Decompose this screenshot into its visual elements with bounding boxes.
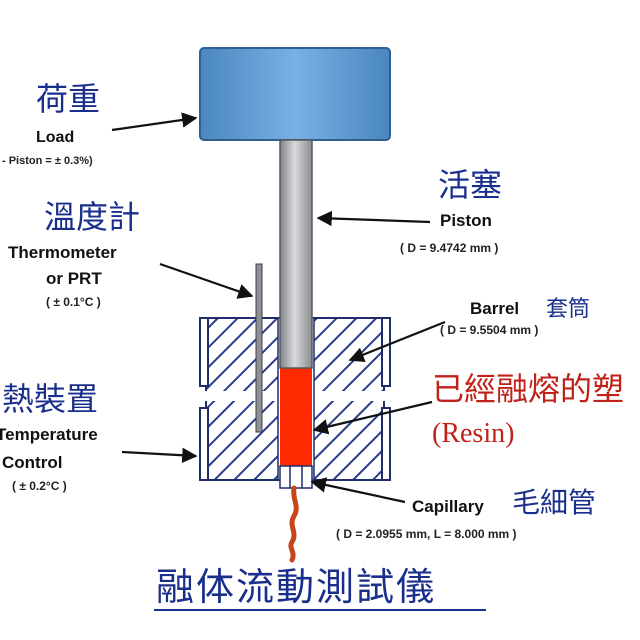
piston-leader: [316, 210, 431, 227]
heater-leader: [121, 447, 198, 463]
capillary-label-cn: 毛細管: [512, 486, 596, 519]
thermometer-probe: [255, 263, 263, 433]
molten-resin: [280, 368, 312, 466]
piston-dimension: ( D = 9.4742 mm ): [400, 241, 498, 255]
diagram-title: 融体流動測試儀: [156, 565, 436, 609]
thermometer-leader: [159, 262, 254, 299]
thermometer-tolerance: ( ± 0.1°C ): [46, 295, 101, 309]
resin-leader: [312, 400, 433, 435]
resin-label-cn: 已經融熔的塑: [432, 370, 624, 408]
extrudate-strand: [288, 485, 299, 563]
heater-tolerance: ( ± 0.2°C ): [12, 479, 67, 493]
capillary-leader: [310, 477, 406, 504]
capillary-die: [279, 465, 313, 489]
barrel-dimension: ( D = 9.5504 mm ): [440, 323, 538, 337]
thermometer-label-en: Thermometer: [8, 243, 117, 262]
barrel-label-en: Barrel: [470, 299, 519, 318]
heater-label-control: Control: [2, 453, 62, 472]
capillary-label-en: Capillary: [412, 497, 484, 516]
heater-label-en: Temperature: [0, 425, 98, 444]
load-label-en: Load: [36, 129, 74, 146]
load-tolerance: - Piston = ± 0.3%): [2, 155, 93, 167]
capillary-dimension: ( D = 2.0955 mm, L = 8.000 mm ): [336, 527, 517, 541]
load-label-cn: 荷重: [36, 80, 100, 118]
barrel-leader: [348, 320, 446, 363]
load-weight: [199, 47, 391, 141]
thermometer-label-prt: or PRT: [46, 269, 102, 288]
thermometer-label-cn: 溫度計: [44, 198, 140, 236]
heater-label-cn: 加熱裝置: [0, 380, 98, 418]
resin-label-en: (Resin): [432, 418, 514, 449]
load-leader: [111, 112, 198, 132]
piston-label-en: Piston: [440, 211, 492, 230]
barrel-label-cn: 套筒: [546, 297, 590, 322]
piston-rod: [279, 139, 313, 369]
piston-label-cn: 活塞: [438, 166, 502, 204]
